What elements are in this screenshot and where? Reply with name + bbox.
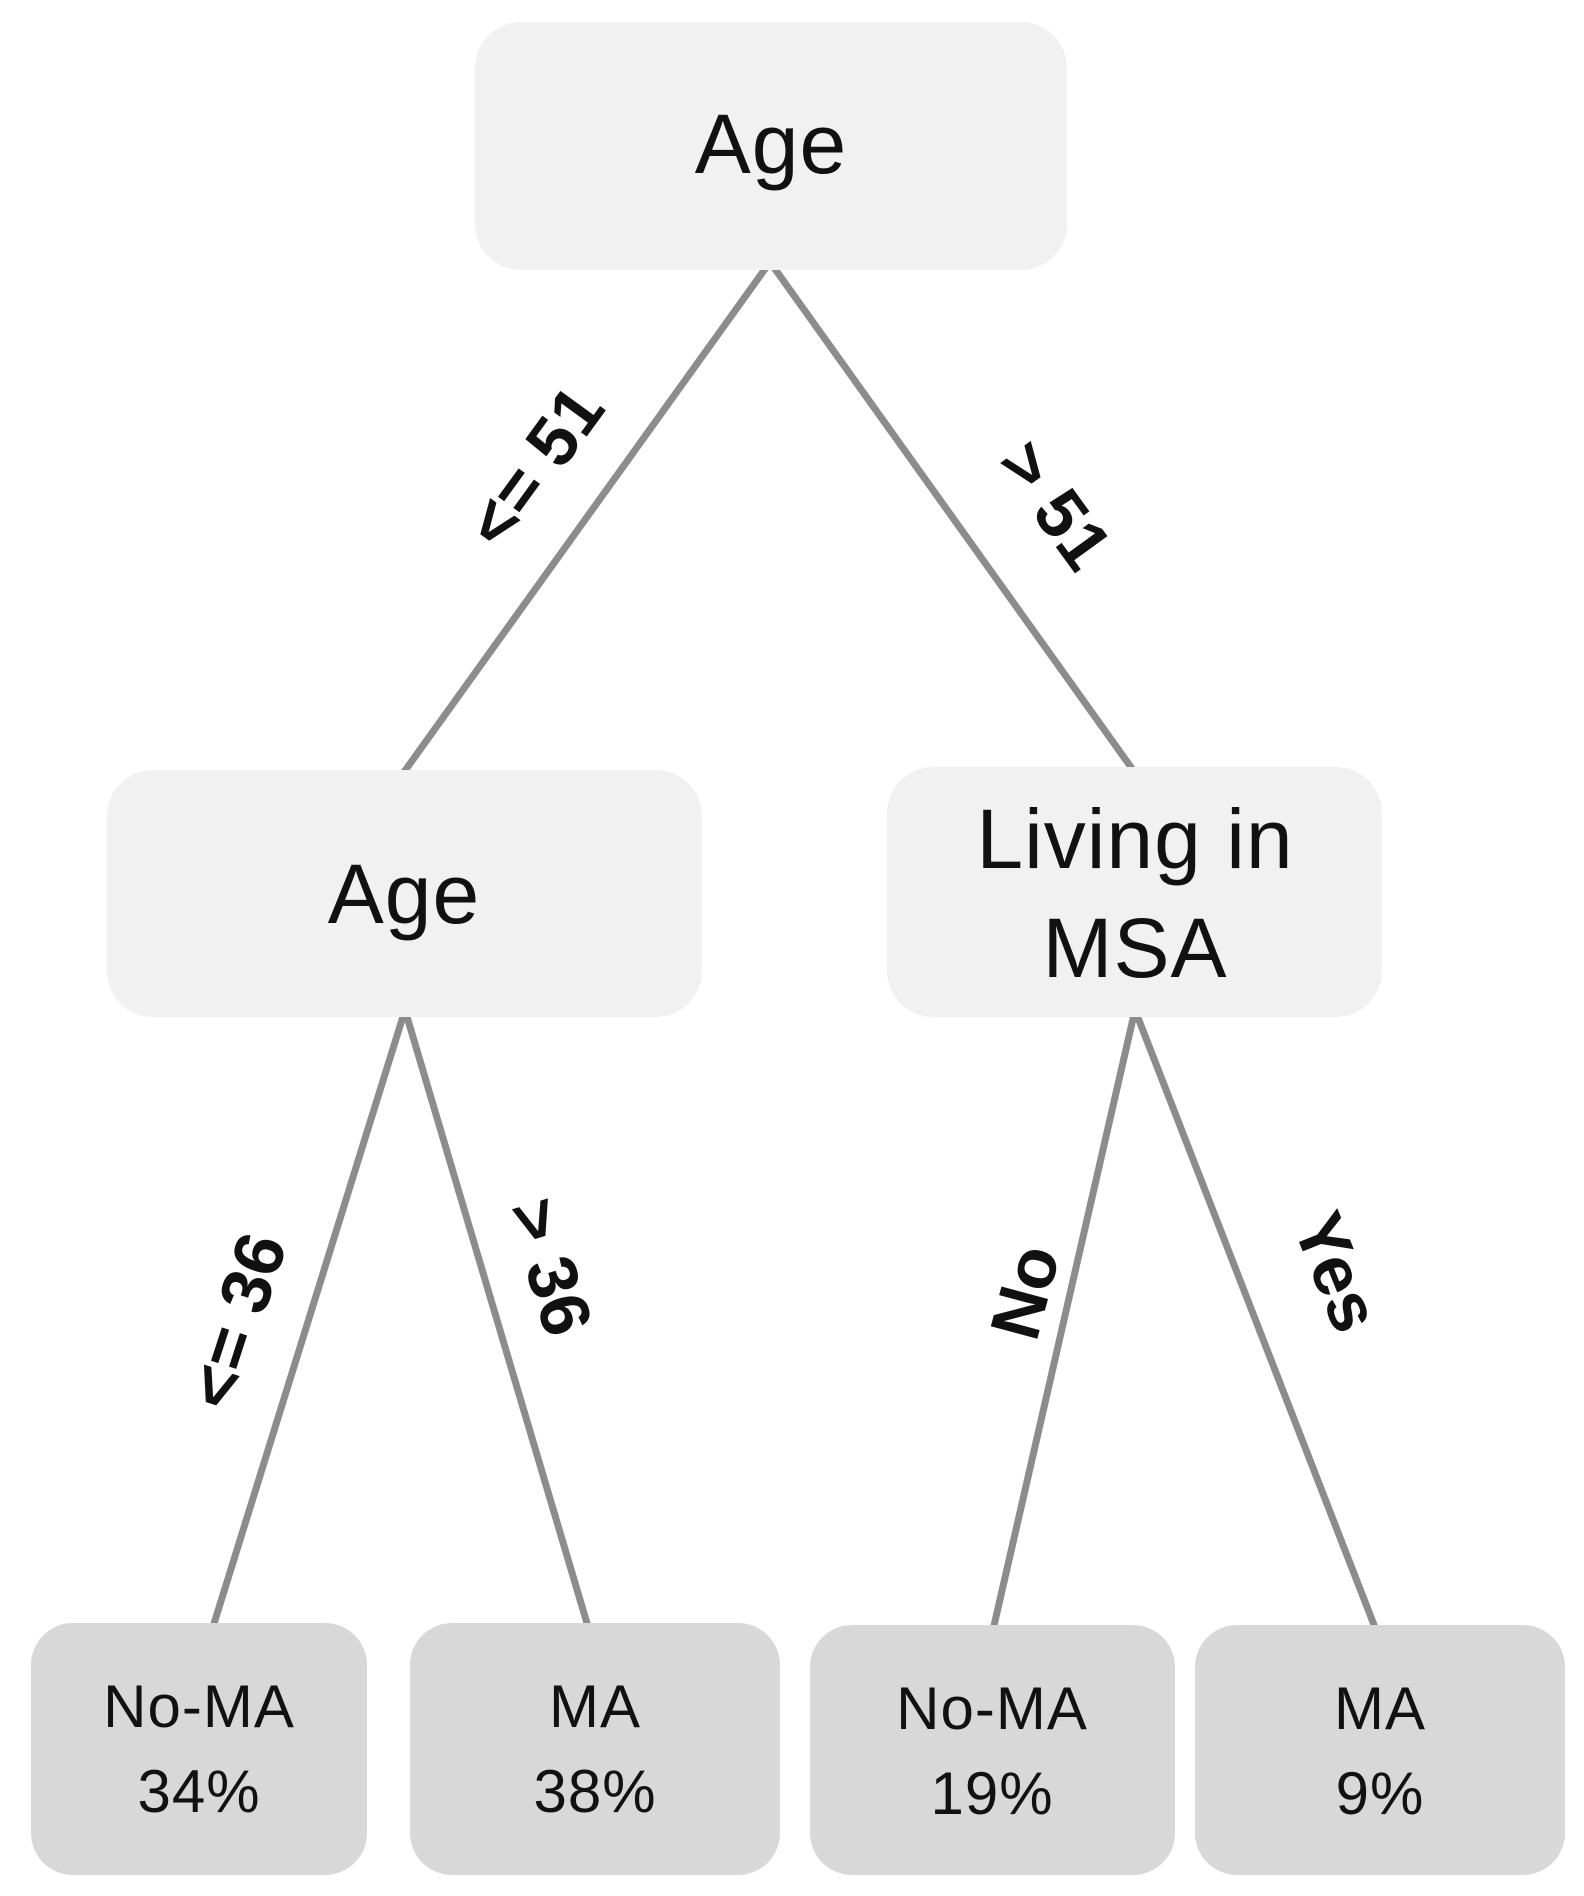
edge-age2-to-leaf-no-ma-34 bbox=[208, 1008, 409, 1632]
leaf-ma-9-label-line2: 9% bbox=[1336, 1760, 1425, 1827]
age2-node-label: Age bbox=[328, 847, 480, 941]
leaf-no-ma-34-label-line2: 34% bbox=[137, 1758, 260, 1825]
leaf-no-ma-19-label-line2: 19% bbox=[930, 1760, 1053, 1827]
edge-label-gt-36: > 36 bbox=[493, 1190, 608, 1345]
leaf-boxes bbox=[31, 1623, 1565, 1875]
msa-node-label-line1: Living in bbox=[976, 792, 1293, 886]
leaf-ma-9-box bbox=[1195, 1625, 1565, 1875]
labels: Age Age Living in MSA No-MA 34% MA 38% N… bbox=[103, 97, 1426, 1827]
edge-label-le-51: <= 51 bbox=[451, 372, 619, 563]
edge-msa-to-leaf-no-ma-19 bbox=[989, 1009, 1139, 1631]
edge-label-gt-51: > 51 bbox=[983, 426, 1127, 584]
edge-root-to-age2 bbox=[401, 259, 773, 775]
edge-root-to-msa bbox=[767, 259, 1136, 773]
edge-age2-to-leaf-ma-38 bbox=[401, 1009, 593, 1631]
age2-node-box bbox=[107, 770, 702, 1017]
msa-node-box bbox=[887, 767, 1382, 1017]
leaf-ma-9-label-line1: MA bbox=[1334, 1675, 1426, 1742]
leaf-no-ma-19-box bbox=[810, 1625, 1175, 1875]
msa-node-label-line2: MSA bbox=[1042, 901, 1227, 995]
leaf-no-ma-34-label-line1: No-MA bbox=[103, 1673, 295, 1740]
root-node-label: Age bbox=[695, 97, 847, 191]
edge-msa-to-leaf-ma-9 bbox=[1131, 1008, 1380, 1632]
leaf-no-ma-19-label-line1: No-MA bbox=[896, 1675, 1088, 1742]
leaf-ma-38-box bbox=[410, 1623, 780, 1875]
edge-label-le-36: <= 36 bbox=[172, 1224, 302, 1418]
leaf-ma-38-label-line2: 38% bbox=[533, 1758, 656, 1825]
decision-boxes bbox=[107, 22, 1382, 1017]
root-node-box bbox=[475, 22, 1067, 270]
leaf-ma-38-label-line1: MA bbox=[549, 1673, 641, 1740]
leaf-no-ma-34-box bbox=[31, 1623, 367, 1875]
edges bbox=[208, 259, 1380, 1632]
edge-label-yes: Yes bbox=[1278, 1201, 1396, 1342]
